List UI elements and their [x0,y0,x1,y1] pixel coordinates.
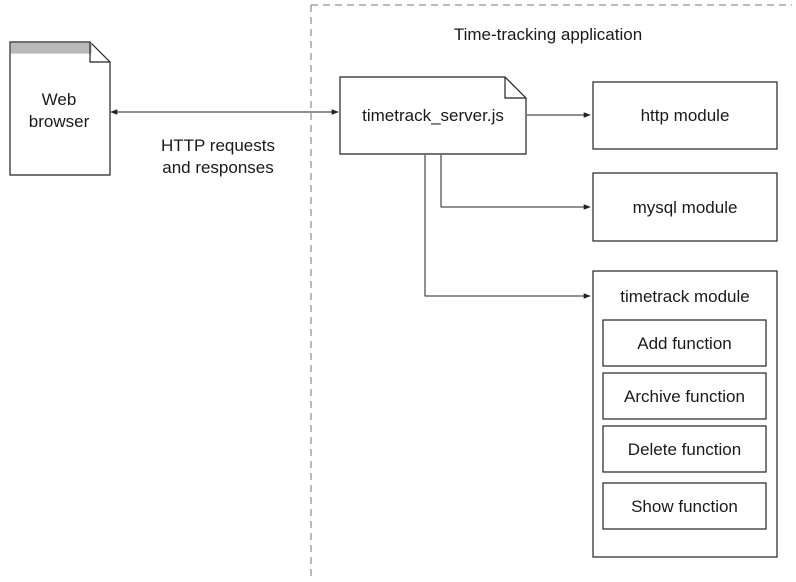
web-browser-label-line1: Web [42,90,77,109]
mysql-module-box: mysql module [592,172,778,242]
http-label-line1: HTTP requests [161,136,275,155]
timetrack-module-box: timetrack module Add function Archive fu… [592,270,778,558]
server-to-mysql-arrow [440,155,591,210]
mysql-module-label: mysql module [633,198,738,217]
server-file-document: timetrack_server.js [339,76,527,155]
function-label: Delete function [628,440,741,459]
http-label-line2: and responses [162,158,274,177]
web-browser-label-line2: browser [29,112,90,131]
function-box-archive: Archive function [602,372,767,420]
application-title: Time-tracking application [454,25,642,44]
timetrack-module-title: timetrack module [620,287,749,306]
web-browser-document: Web browser [9,41,111,176]
http-module-label: http module [641,106,730,125]
function-label: Archive function [624,387,745,406]
server-to-timetrack-arrow [424,155,591,299]
http-module-box: http module [592,81,778,150]
function-box-delete: Delete function [602,425,767,473]
server-file-label: timetrack_server.js [362,106,504,125]
application-boundary [310,4,792,580]
function-label: Add function [637,334,732,353]
function-label: Show function [631,497,738,516]
function-box-add: Add function [602,319,767,367]
function-box-show: Show function [602,482,767,530]
